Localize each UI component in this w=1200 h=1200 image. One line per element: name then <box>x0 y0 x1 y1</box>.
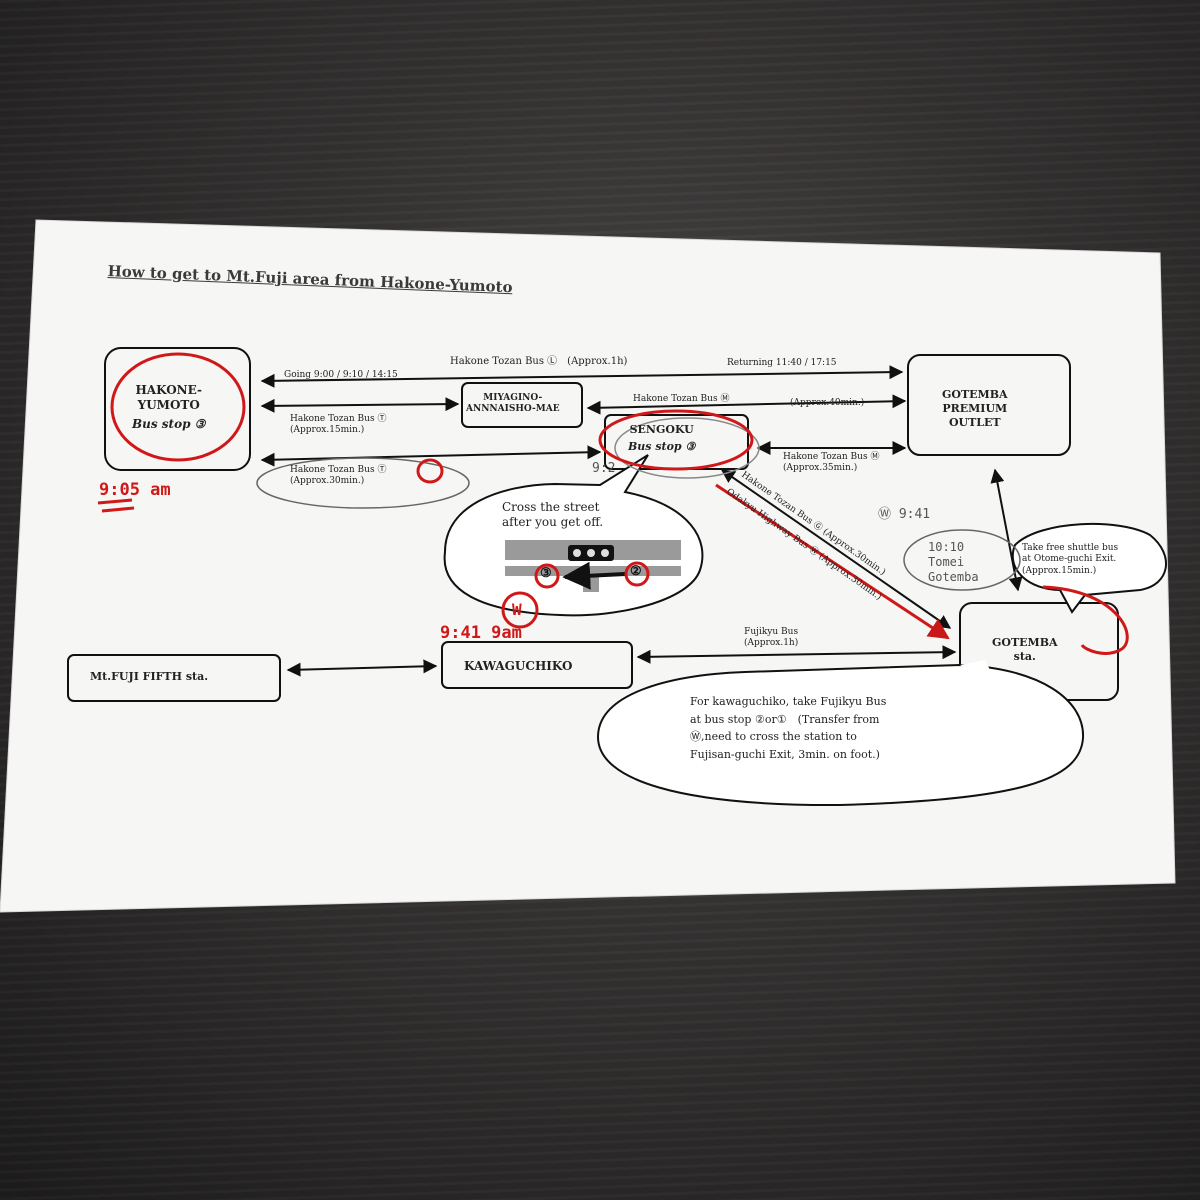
shuttle-line3: (Approx.15min.) <box>1022 565 1097 576</box>
stop-3-marker: ③ <box>540 566 552 581</box>
cross-street-text: Cross the street after you get off. <box>502 500 603 530</box>
fujikyu-name: Fujikyu Bus <box>744 627 799 637</box>
red-pen-annotations <box>97 352 1129 655</box>
route-miyagino-outlet <box>586 394 907 415</box>
fifth-station-label: Mt.FUJI FIFTH sta. <box>90 670 209 683</box>
bus-m-top-label: Hakone Tozan Bus Ⓜ <box>633 394 730 404</box>
bus-m-right-label: Hakone Tozan Bus Ⓜ (Approx.35min.) <box>783 452 879 475</box>
tomei-line3: Gotemba <box>928 570 979 584</box>
gotemba-sta-line1: GOTEMBA <box>992 636 1058 649</box>
bus-t2-label: Hakone Tozan Bus Ⓣ (Approx.30min.) <box>290 465 386 488</box>
hakone-yumoto-bus-stop: Bus stop ③ <box>132 417 206 431</box>
route-fifth-kawaguchiko <box>286 659 438 677</box>
top-bus-label: Hakone Tozan Bus Ⓛ (Approx.1h) <box>450 356 628 367</box>
gotemba-sta-label: GOTEMBA sta. <box>992 636 1058 664</box>
bus-t1-label: Hakone Tozan Bus Ⓣ (Approx.15min.) <box>290 414 386 437</box>
route-kawaguchiko-gotemba <box>636 645 957 664</box>
bus-t1-time: (Approx.15min.) <box>290 425 365 436</box>
tomei-line1: 10:10 <box>928 540 965 554</box>
bus-t1-name: Hakone Tozan Bus Ⓣ <box>290 414 387 424</box>
gotemba-sta-line2: sta. <box>1013 649 1036 663</box>
outlet-line3: OUTLET <box>948 415 1001 429</box>
route-yumoto-sengoku <box>260 445 602 467</box>
kawaguchiko-note-bubble <box>596 660 1085 807</box>
route-outlet-gotemba <box>990 468 1023 592</box>
shuttle-line2: at Otome-guchi Exit. <box>1022 554 1117 565</box>
kawaguchiko-note-text: For kawaguchiko, take Fujikyu Bus at bus… <box>690 693 886 763</box>
w-circle-mark: W <box>512 600 522 619</box>
fifth-station-box <box>67 654 281 702</box>
shuttle-text: Take free shuttle bus at Otome-guchi Exi… <box>1022 543 1118 577</box>
w-time-note: Ⓦ 9:41 <box>878 507 931 522</box>
cross-line2: after you get off. <box>502 515 604 529</box>
kawaguchiko-label: KAWAGUCHIKO <box>464 659 573 673</box>
sengoku-name: SENGOKU <box>629 423 694 436</box>
kawaguchiko-time-note: 9:41 9am <box>440 623 522 643</box>
returning-times: Returning 11:40 / 17:15 <box>727 358 837 368</box>
hakone-yumoto-line2: YUMOTO <box>137 398 200 412</box>
miyagino-line1: MIYAGINO- <box>483 393 543 403</box>
bus-t2-name: Hakone Tozan Bus Ⓣ <box>290 465 387 475</box>
hakone-yumoto-label: HAKONE- YUMOTO Bus stop ③ <box>132 383 205 432</box>
pencil-oval-yumoto-sengoku <box>256 457 470 509</box>
approx-40-label: (Approx.40min.) <box>790 398 865 408</box>
route-sengoku-gotemba <box>720 469 952 629</box>
going-times: Going 9:00 / 9:10 / 14:15 <box>284 370 398 380</box>
outlet-line1: GOTEMBA <box>942 388 1008 401</box>
miyagino-label: MIYAGINO- ANNNAISHO-MAE <box>466 393 560 416</box>
stop-2-marker: ② <box>630 564 642 579</box>
cross-street-bubble <box>443 454 704 617</box>
bus-m-right-name: Hakone Tozan Bus Ⓜ <box>783 452 880 462</box>
note-line2: at bus stop ②or① (Transfer from <box>690 712 880 726</box>
note-line4: Fujisan-guchi Exit, 3min. on foot.) <box>690 747 880 761</box>
fujikyu-time: (Approx.1h) <box>744 638 799 649</box>
kawaguchiko-box <box>441 641 633 689</box>
hakone-yumoto-box <box>104 347 251 471</box>
bus-t2-time: (Approx.30min.) <box>290 476 365 487</box>
note-line3: Ⓦ,need to cross the station to <box>690 730 857 744</box>
route-yumoto-miyagino <box>260 397 460 413</box>
tomei-note: 10:10 Tomei Gotemba <box>928 540 979 585</box>
outlet-line2: PREMIUM <box>942 401 1008 415</box>
fujikyu-label: Fujikyu Bus (Approx.1h) <box>744 627 798 650</box>
yumoto-time-note: 9:05 am <box>99 480 171 500</box>
hakone-yumoto-line1: HAKONE- <box>135 383 202 397</box>
shuttle-bubble <box>1011 522 1167 614</box>
pencil-oval-sengoku <box>614 417 760 479</box>
sengoku-bus-stop: Bus stop ③ <box>628 439 696 453</box>
cross-line1: Cross the street <box>502 500 600 514</box>
gotemba-outlet-label: GOTEMBA PREMIUM OUTLET <box>942 388 1008 429</box>
note-line1: For kawaguchiko, take Fujikyu Bus <box>690 695 887 708</box>
sengoku-time-note: 9:2 <box>592 461 616 476</box>
bus-m-right-time: (Approx.35min.) <box>783 463 858 474</box>
miyagino-line2: ANNNAISHO-MAE <box>466 404 560 415</box>
pencil-oval-tomei <box>903 529 1021 591</box>
route-top-arrow <box>260 365 904 388</box>
shuttle-line1: Take free shuttle bus <box>1022 543 1119 553</box>
gotemba-outlet-box <box>907 354 1071 456</box>
sengoku-label: SENGOKU Bus stop ③ <box>628 423 695 454</box>
tomei-line2: Tomei <box>928 555 965 569</box>
